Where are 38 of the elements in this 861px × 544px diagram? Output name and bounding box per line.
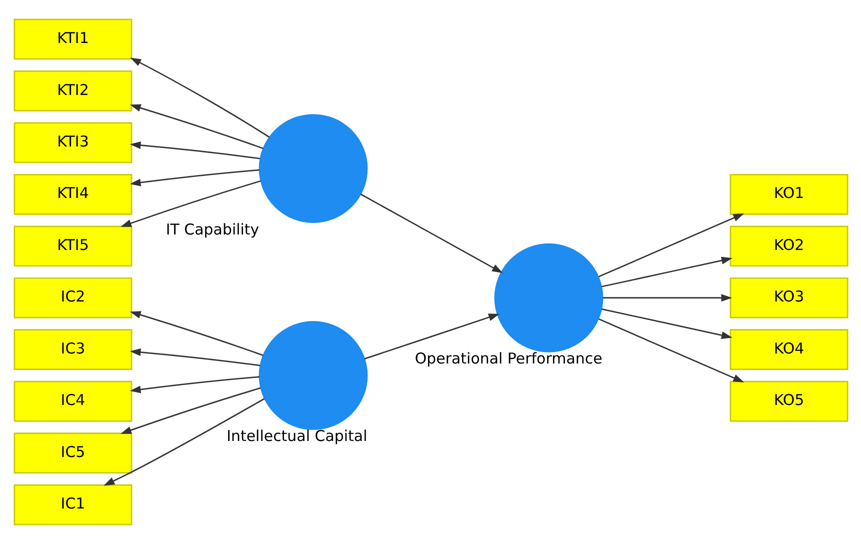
node-box: KO5 bbox=[729, 380, 848, 422]
node-box: IC1 bbox=[13, 484, 132, 526]
arrow bbox=[103, 398, 264, 486]
node-circle bbox=[258, 321, 368, 430]
node-box: IC2 bbox=[13, 277, 132, 318]
node-label: Operational Performance bbox=[414, 350, 602, 368]
node-box: KTI3 bbox=[13, 122, 132, 164]
arrow bbox=[129, 169, 259, 186]
node-label: IT Capability bbox=[165, 220, 259, 238]
arrow bbox=[129, 311, 264, 356]
node-box: KTI1 bbox=[13, 18, 132, 60]
arrow bbox=[598, 318, 744, 382]
arrow bbox=[129, 348, 260, 366]
arrow bbox=[129, 376, 259, 394]
node-box: KTI2 bbox=[13, 70, 132, 112]
arrow bbox=[129, 104, 264, 150]
node-box: KTI5 bbox=[13, 226, 132, 267]
node-box: IC4 bbox=[13, 380, 132, 422]
node-box: KTI4 bbox=[13, 174, 132, 215]
arrow bbox=[602, 294, 732, 302]
arrow bbox=[120, 387, 260, 434]
node-label: Intellectual Capital bbox=[226, 427, 367, 446]
arrow bbox=[601, 308, 732, 339]
arrow bbox=[130, 58, 270, 138]
arrow bbox=[601, 256, 732, 288]
node-box: KO4 bbox=[729, 329, 848, 370]
arrow bbox=[598, 213, 744, 278]
arrow bbox=[129, 141, 260, 160]
node-box: IC3 bbox=[13, 329, 132, 370]
node-box: KO3 bbox=[729, 277, 848, 318]
node-box: IC5 bbox=[13, 432, 132, 474]
arrow bbox=[360, 194, 502, 274]
node-box: KO1 bbox=[729, 174, 848, 215]
node-circle bbox=[494, 243, 603, 352]
node-box: KO2 bbox=[729, 226, 848, 267]
arrow bbox=[120, 180, 260, 227]
arrow bbox=[364, 314, 499, 360]
node-circle bbox=[258, 114, 368, 223]
